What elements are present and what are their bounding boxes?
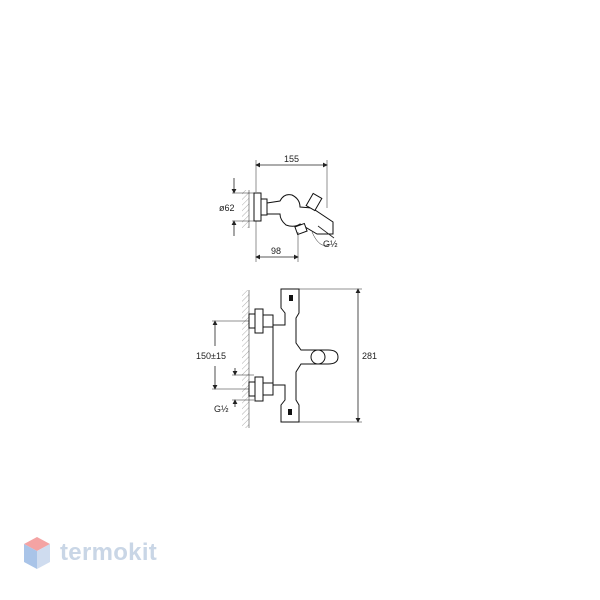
- termokit-logo-icon: [24, 537, 50, 569]
- dim-height-281: 281: [362, 351, 377, 361]
- front-thread-label: G½: [214, 404, 229, 414]
- top-mark: [289, 295, 293, 301]
- mixer-knob: [310, 349, 326, 365]
- dim-depth-98: 98: [271, 246, 281, 256]
- upper-flange: [254, 308, 264, 334]
- top-flange: [253, 192, 262, 222]
- dim-diameter-62: ø62: [219, 203, 235, 213]
- top-wall-hatch: [242, 190, 249, 228]
- top-thread-label: G½: [323, 239, 338, 249]
- dim-width-155: 155: [284, 154, 299, 164]
- lower-flange: [254, 376, 264, 402]
- top-body: [266, 194, 334, 235]
- termokit-brand-text: termokit: [60, 539, 158, 566]
- top-view: 155 ø62 G½ 98: [219, 154, 338, 262]
- dim-spacing-150: 150±15: [196, 351, 226, 361]
- lower-eccentric: [248, 381, 256, 397]
- mixer-body: [272, 288, 339, 423]
- front-view: 281 150±15 G½: [196, 288, 377, 428]
- front-wall-hatch: [242, 290, 249, 428]
- bottom-mark: [288, 409, 292, 415]
- watermark: termokit: [22, 535, 157, 571]
- upper-eccentric: [248, 313, 256, 329]
